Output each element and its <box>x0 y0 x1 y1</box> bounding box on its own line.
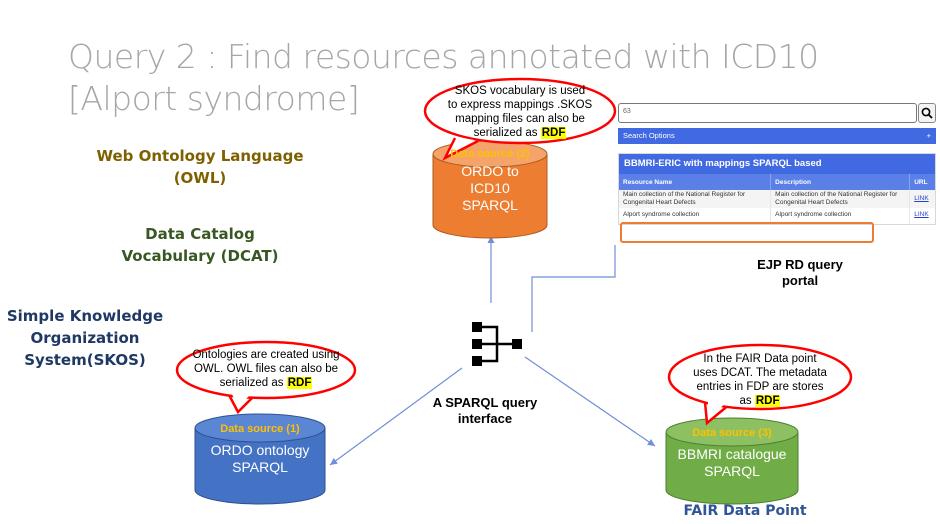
data-source-3-cylinder <box>665 417 799 505</box>
skos-label-line: System(SKOS) <box>24 351 146 369</box>
result-highlight-box <box>620 222 874 243</box>
bubble-line: as RDF <box>672 394 848 408</box>
bubble-line: entries in FDP are stores <box>696 381 824 393</box>
dcat-label-line: Vocabulary (DCAT) <box>121 247 279 265</box>
bubble-line: uses DCAT. The metadata <box>693 367 827 379</box>
results-table: Resource Name Description URL Main colle… <box>619 174 935 224</box>
label-line: A SPARQL query <box>432 395 538 410</box>
skos-bubble-text: SKOS vocabulary is used to express mappi… <box>430 84 610 140</box>
label-line: portal <box>781 273 819 288</box>
column-header: Resource Name <box>619 174 772 190</box>
hierarchy-icon <box>472 322 522 366</box>
results-title: BBMRI-ERIC with mappings SPARQL based <box>619 154 935 174</box>
bubble-line-prefix: as <box>739 395 755 407</box>
bubble-line: SKOS vocabulary is used <box>454 85 586 97</box>
url-cell: LINK <box>909 190 935 208</box>
sparql-interface-label: A SPARQL query interface <box>415 395 555 427</box>
title-line-2: [Alport syndrome] <box>68 79 360 118</box>
bubble-line-prefix: serialized as <box>219 377 287 389</box>
data-source-label: Data source (3) <box>692 427 772 439</box>
label-line: interface <box>457 411 513 426</box>
description-cell: Main collection of the National Register… <box>770 190 911 208</box>
resource-link[interactable]: LINK <box>914 211 929 218</box>
resource-name-cell: Main collection of the National Register… <box>619 190 772 208</box>
bubble-line: mapping files can also be <box>455 113 585 125</box>
skos-label: Simple Knowledge Organization System(SKO… <box>0 305 170 371</box>
data-source-name: ORDO ontology SPARQL <box>195 442 325 476</box>
portal-label: EJP RD query portal <box>730 257 870 289</box>
search-row: 63 <box>618 102 936 124</box>
column-header: URL <box>909 174 935 190</box>
fdp-bubble-text: In the FAIR Data point uses DCAT. The me… <box>672 352 848 408</box>
data-source-name-line: SPARQL <box>232 459 288 475</box>
column-header: Description <box>770 174 911 190</box>
data-source-name-line: ICD10 <box>470 180 510 196</box>
data-source-1-cylinder <box>194 413 326 505</box>
owl-bubble-text: Ontologies are created using OWL. OWL fi… <box>180 348 352 390</box>
query-portal: 63 Search Options + BBMRI-ERIC with mapp… <box>618 102 936 225</box>
bubble-line: In the FAIR Data point <box>703 353 817 365</box>
table-row: Alport syndrome collection Alport syndro… <box>619 208 935 224</box>
bubble-line-prefix: serialized as <box>473 127 541 139</box>
results-panel: BBMRI-ERIC with mappings SPARQL based Re… <box>618 153 936 225</box>
title-line-1: Query 2 : Find resources annotated with … <box>68 37 819 76</box>
skos-bubble-shape <box>423 77 617 161</box>
dcat-label: Data Catalog Vocabulary (DCAT) <box>90 223 310 267</box>
search-input[interactable]: 63 <box>618 103 917 123</box>
bubble-line: OWL. OWL files can also be <box>193 363 338 375</box>
data-source-name-line: SPARQL <box>704 463 760 479</box>
owl-label: Web Ontology Language (OWL) <box>80 145 320 189</box>
data-source-1: Data source (1) ORDO ontology SPARQL <box>195 423 325 476</box>
data-source-label: Data source (2) <box>450 148 530 160</box>
rdf-highlight: RDF <box>286 377 313 389</box>
label-line: EJP RD query <box>757 257 843 272</box>
data-source-2: Data source (2) ORDO to ICD10 SPARQL <box>433 148 547 214</box>
arrow-to-ds3 <box>524 356 656 447</box>
dcat-label-line: Data Catalog <box>145 225 255 243</box>
owl-label-line: Web Ontology Language <box>96 147 304 165</box>
data-source-name-line: SPARQL <box>462 197 518 213</box>
rdf-highlight: RDF <box>540 127 567 139</box>
bubble-line: Ontologies are created using <box>192 349 340 361</box>
search-options-bar[interactable]: Search Options + <box>618 128 936 144</box>
skos-label-line: Organization <box>30 329 140 347</box>
data-source-label: Data source (1) <box>220 423 300 435</box>
resource-name-cell: Alport syndrome collection <box>619 208 772 224</box>
data-source-name-line: BBMRI catalogue <box>677 446 787 462</box>
slide-title: Query 2 : Find resources annotated with … <box>68 36 848 120</box>
search-icon <box>921 107 933 119</box>
fair-data-point-label: FAIR Data Point <box>683 503 807 519</box>
bubble-line: serialized as RDF <box>180 376 352 390</box>
data-source-name-line: ORDO ontology <box>210 442 310 458</box>
data-source-name: BBMRI catalogue SPARQL <box>666 446 798 480</box>
data-source-3: Data source (3) BBMRI catalogue SPARQL <box>666 427 798 480</box>
bubble-line: serialized as RDF <box>430 126 610 140</box>
search-button[interactable] <box>918 103 936 123</box>
owl-label-line: (OWL) <box>173 169 227 187</box>
arrow-to-ds1 <box>329 367 463 466</box>
rdf-highlight: RDF <box>754 395 781 407</box>
resource-link[interactable]: LINK <box>914 195 929 202</box>
bubble-line: to express mappings .SKOS <box>447 99 593 111</box>
skos-label-line: Simple Knowledge <box>6 307 164 325</box>
expand-icon[interactable]: + <box>926 131 931 140</box>
connector-to-portal <box>531 245 616 332</box>
data-source-name-line: ORDO to <box>461 163 519 179</box>
data-source-name: ORDO to ICD10 SPARQL <box>433 163 547 214</box>
search-options-label: Search Options <box>623 131 675 140</box>
url-cell: LINK <box>909 208 935 224</box>
table-header-row: Resource Name Description URL <box>619 174 935 190</box>
fdp-bubble-shape <box>667 343 853 426</box>
description-cell: Alport syndrome collection <box>770 208 911 224</box>
table-row: Main collection of the National Register… <box>619 190 935 208</box>
